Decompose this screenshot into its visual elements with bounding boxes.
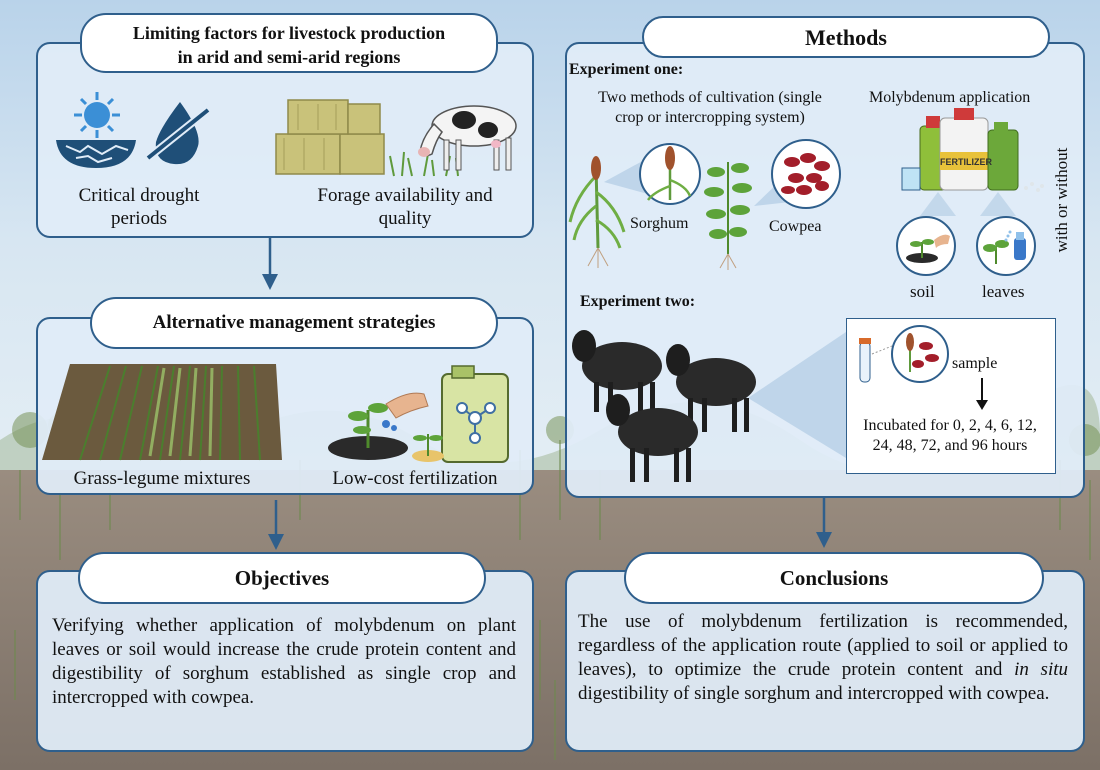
fertilization-label: Low-cost fertilization [332, 468, 498, 489]
grass-legume-label: Grass-legume mixtures [73, 468, 251, 489]
with-or-without-label: with or without [1052, 147, 1071, 253]
sheep-illustration [572, 330, 846, 482]
drought-label: Critical drought periods [54, 184, 224, 230]
methods-title-text: Methods [805, 25, 887, 50]
incubated-line2: 24, 48, 72, and 96 hours [872, 437, 1028, 454]
objectives-title: Objectives [78, 552, 486, 604]
cowpea-label: Cowpea [769, 218, 822, 235]
methods-title: Methods [642, 16, 1050, 58]
cultivation-methods-label: Two methods of cultivation (single crop … [572, 88, 848, 128]
arrow-down-2 [268, 500, 284, 550]
conclusions-text-part2: digestibility of single sorghum and inte… [578, 683, 1050, 704]
cultivation-line2: crop or intercropping system) [615, 109, 805, 126]
leaves-label: leaves [982, 282, 1025, 301]
sample-box [846, 318, 1056, 474]
fertilizer-bottle-label: FERTILIZER [940, 157, 992, 167]
conclusions-text-italic: in situ [1014, 659, 1069, 680]
alternative-title-text: Alternative management strategies [152, 312, 436, 333]
drought-icon [56, 92, 211, 168]
objectives-text: Verifying whether application of molybde… [52, 615, 516, 708]
objectives-title-text: Objectives [234, 566, 330, 590]
arrow-down-3 [816, 498, 832, 548]
limiting-factors-title: Limiting factors for livestock productio… [80, 13, 498, 73]
incubation-times-label: Incubated for 0, 2, 4, 6, 12, 24, 48, 72… [848, 416, 1052, 456]
arrow-down-sample [976, 378, 988, 410]
low-cost-fertilization-illustration [328, 365, 509, 463]
soil-application-icon [896, 216, 956, 276]
cultivation-line1: Two methods of cultivation (single [598, 89, 822, 106]
conclusions-text-part1: The use of molybdenum fertilization is r… [578, 611, 1068, 680]
alternative-strategies-title: Alternative management strategies [90, 297, 498, 349]
incubated-line1: Incubated for 0, 2, 4, 6, 12, [863, 417, 1037, 434]
molybdenum-application-label: Molybdenum application [869, 89, 1031, 106]
conclusions-title-text: Conclusions [779, 566, 889, 590]
hay-and-cow-illustration [275, 99, 517, 177]
grass-legume-field-illustration [42, 364, 282, 461]
forage-label: Forage availability and quality [290, 184, 520, 230]
drought-line2: periods [111, 208, 167, 229]
sample-tube-icon [859, 325, 949, 383]
forage-line2: quality [378, 208, 432, 229]
sorghum-label: Sorghum [630, 215, 689, 232]
sample-label: sample [952, 355, 998, 372]
limiting-title-line2: in arid and semi-arid regions [177, 47, 401, 67]
fertilizer-bottles-illustration [901, 108, 1044, 216]
leaves-application-icon [976, 216, 1036, 276]
soil-label: soil [910, 282, 935, 301]
conclusions-text: The use of molybdenum fertilization is r… [578, 610, 1068, 706]
experiment-two-heading: Experiment two: [580, 293, 696, 310]
arrow-down-1 [262, 236, 278, 290]
conclusions-title: Conclusions [624, 552, 1044, 604]
forage-line1: Forage availability and [317, 185, 493, 206]
limiting-title-line1: Limiting factors for livestock productio… [132, 23, 446, 43]
experiment-one-heading: Experiment one: [569, 61, 684, 78]
cultivation-illustration [568, 139, 841, 270]
drought-line1: Critical drought [78, 185, 200, 206]
